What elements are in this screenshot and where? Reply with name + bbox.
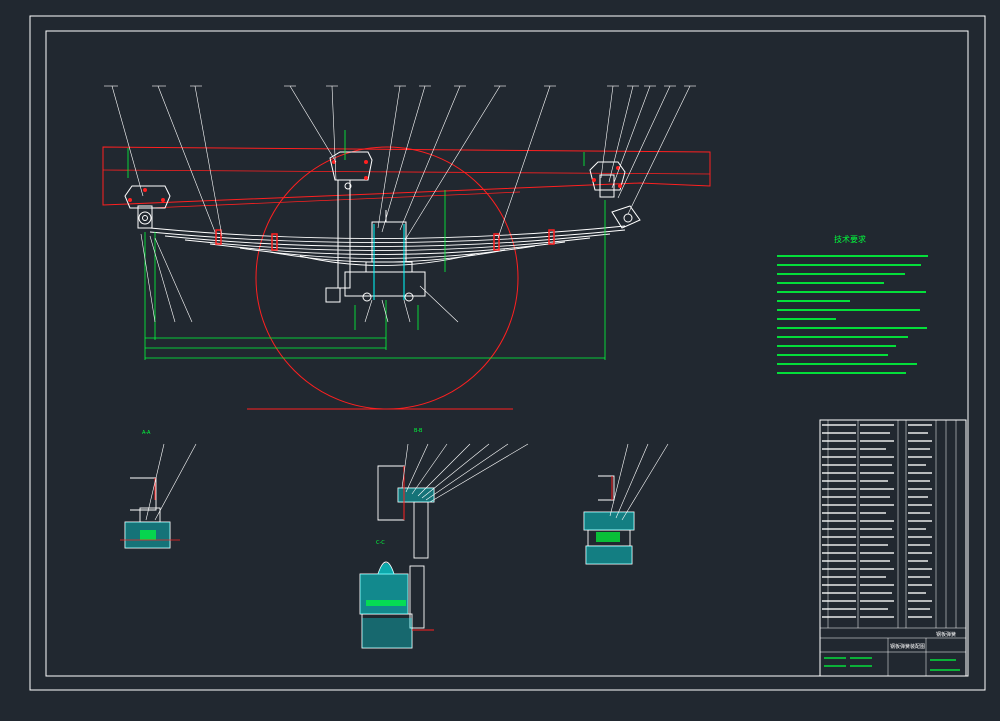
- section-c-c: C-C: [359, 540, 434, 649]
- shock-rivets: [332, 160, 368, 180]
- shock-absorber: [325, 151, 373, 303]
- wheel-outline: [255, 146, 519, 410]
- dimension-lines: [127, 130, 606, 360]
- notes-title: 技术要求: [834, 234, 866, 244]
- front-hanger-rivets: [128, 188, 165, 202]
- title-block-assembly-name: 钢板弹簧: [936, 631, 956, 638]
- title-block-drawing-title: 钢板弹簧装配图: [890, 643, 925, 650]
- section-b-b-label: B-B: [414, 428, 423, 434]
- rear-bracket-rivets: [592, 166, 622, 188]
- outer-sheet-border: [29, 15, 986, 691]
- section-c-c-label: C-C: [376, 540, 385, 546]
- section-d-d: [583, 443, 669, 565]
- section-a-a-label: A-A: [142, 430, 151, 436]
- leaf-clips: [215, 229, 555, 251]
- u-bolts: [373, 224, 405, 300]
- rear-shackle-bracket: [589, 161, 641, 229]
- section-a-a: A-A: [120, 430, 197, 549]
- axle-assembly: [344, 210, 426, 302]
- leader-lines: [111, 85, 691, 323]
- frame-rail-lower: [149, 191, 521, 209]
- main-elevation-view: [102, 85, 711, 410]
- front-hanger-bracket: [124, 185, 171, 229]
- frame-rail: [102, 146, 711, 206]
- notes-text-lines: [777, 255, 928, 374]
- frame-rail-flange: [102, 169, 711, 175]
- parts-list-table: 钢板弹簧装配图 钢板弹簧: [819, 419, 967, 677]
- inner-drawing-frame: [45, 30, 969, 677]
- section-b-b: B-B: [377, 428, 529, 629]
